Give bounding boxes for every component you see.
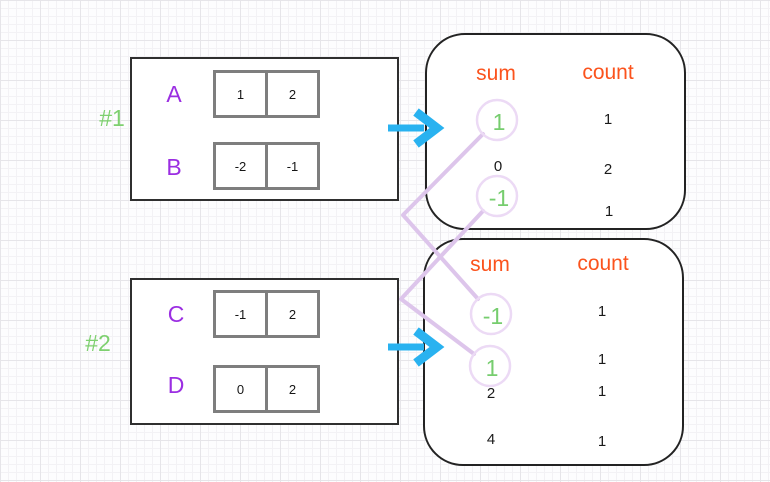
sum-value: 2 [486, 384, 496, 402]
array-d-cells: 0 2 [213, 365, 320, 413]
sum-count-table-1: sum count 1 1 0 2 -1 1 [425, 33, 686, 230]
group2-tag: #2 [85, 329, 111, 356]
count-value: 1 [597, 382, 607, 400]
count-value: 1 [597, 302, 607, 320]
count-value: 1 [597, 432, 607, 450]
count-value: 1 [603, 110, 613, 128]
group1-box: A 1 2 B -2 -1 [130, 57, 399, 201]
array-cell: 2 [265, 70, 320, 118]
count-value: 1 [604, 202, 614, 220]
count-header: count [582, 61, 634, 84]
array-cell: 2 [265, 365, 320, 413]
array-c-cells: -1 2 [213, 290, 320, 338]
sum-value-circled: 1 [485, 354, 499, 381]
array-cell: 1 [213, 70, 268, 118]
sum-header: sum [476, 62, 516, 85]
count-header: count [577, 252, 629, 275]
count-value: 2 [603, 160, 613, 178]
sum-value: 4 [486, 430, 496, 448]
array-cell: 0 [213, 365, 268, 413]
sum-value-circled: -1 [482, 302, 504, 329]
array-b-cells: -2 -1 [213, 142, 320, 190]
count-value: 1 [597, 350, 607, 368]
array-label-d: D [167, 371, 185, 398]
array-cell: -1 [213, 290, 268, 338]
array-cell: -2 [213, 142, 268, 190]
array-cell: 2 [265, 290, 320, 338]
sum-header: sum [470, 253, 510, 276]
array-cell: -1 [265, 142, 320, 190]
sum-value-circled: 1 [492, 108, 506, 135]
array-label-c: C [167, 300, 185, 327]
array-label-b: B [166, 153, 182, 180]
group2-box: C -1 2 D 0 2 [130, 278, 399, 425]
sum-value: 0 [493, 157, 503, 175]
array-a-cells: 1 2 [213, 70, 320, 118]
array-label-a: A [166, 80, 182, 107]
sum-count-table-2: sum count -1 1 1 1 2 1 4 1 [423, 238, 684, 466]
group1-tag: #1 [99, 104, 125, 131]
sum-value-circled: -1 [488, 184, 510, 211]
